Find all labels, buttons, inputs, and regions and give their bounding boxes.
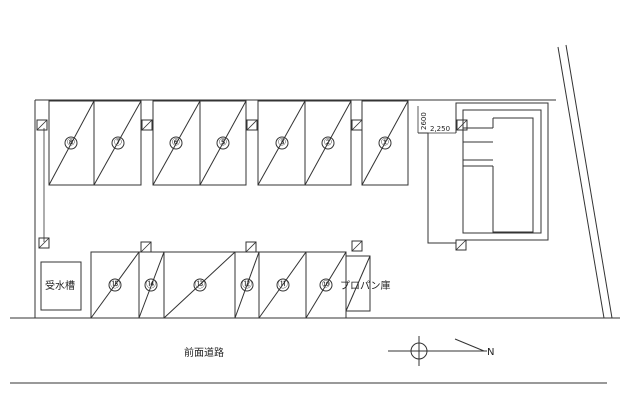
pillar-cross: [351, 119, 363, 131]
pillar-cross: [141, 119, 153, 131]
water-tank-label: 受水槽: [45, 279, 75, 292]
water-tank: 受水槽: [40, 261, 82, 311]
space-number-2: ②: [324, 138, 333, 149]
dimension-horizontal: 2,250: [430, 125, 450, 133]
building: [418, 102, 549, 251]
pillars-bottom: [38, 237, 363, 253]
north-arrow: N: [388, 336, 494, 366]
space-numbers-top: ⑧ ⑦ ⑥ ⑤ ③ ② ①: [64, 136, 392, 150]
pillar-cross: [351, 240, 363, 252]
north-label: N: [487, 347, 494, 358]
space-number-circle: [321, 136, 335, 150]
parking-space-7: [93, 100, 142, 186]
parking-space-14-diagonal: [138, 251, 165, 319]
parking-space-15-diagonal: [90, 251, 140, 319]
space-number-circle: [144, 278, 158, 292]
space-number-circle: [216, 136, 230, 150]
pillar: [351, 240, 363, 252]
pillar: [351, 119, 363, 131]
space-number-6: ⑥: [172, 138, 181, 149]
space-number-7: ⑦: [114, 138, 123, 149]
space-number-14: ⑭: [146, 279, 156, 291]
space-number-circle: [276, 278, 290, 292]
site-boundary-right-2: [565, 44, 613, 319]
space-number-circle: [275, 136, 289, 150]
pillar-cross: [456, 119, 468, 131]
space-number-3: ③: [278, 138, 287, 149]
parking-space-11-diagonal: [258, 251, 307, 319]
pillar: [456, 119, 468, 131]
pillar-cross: [455, 239, 467, 251]
space-number-10: ⑩: [322, 280, 331, 291]
space-number-13: ⑬: [195, 279, 205, 291]
pillar: [141, 119, 153, 131]
parking-space-1-diagonal: [361, 100, 409, 186]
parking-space-8-diagonal: [48, 100, 95, 186]
north-arrow-circle: [410, 342, 428, 360]
parking-space-2: [304, 100, 352, 186]
building-balcony: [463, 117, 534, 233]
parking-row-top: [48, 100, 409, 186]
parking-space-7-diagonal: [93, 100, 142, 186]
pillar-cross: [140, 241, 152, 253]
space-number-circle: [108, 278, 122, 292]
space-number-circle: [319, 278, 333, 292]
space-number-circle: [64, 136, 78, 150]
space-number-12: ⑫: [242, 279, 252, 291]
propane-storage-label: プロパン庫: [340, 279, 391, 292]
space-number-circle: [240, 278, 254, 292]
parking-space-10-diagonal: [305, 251, 347, 319]
pillar-cross: [36, 119, 48, 131]
pillar: [36, 119, 48, 131]
parking-space-13-diagonal: [163, 251, 236, 319]
pillars-top: [36, 119, 468, 131]
water-tank-box: [40, 261, 82, 311]
space-number-11: ⑪: [278, 279, 288, 291]
space-number-circle: [193, 278, 207, 292]
building-outline: [418, 102, 549, 244]
parking-space-5: [199, 100, 247, 186]
propane-storage-diagonal: [345, 255, 371, 312]
parking-space-1: [361, 100, 409, 186]
parking-space-12-diagonal: [234, 251, 260, 319]
pillar: [38, 237, 50, 249]
parking-space-6-diagonal: [152, 100, 201, 186]
pillar: [246, 119, 258, 131]
pillar-cross: [38, 237, 50, 249]
parking-row-bottom: [90, 251, 347, 319]
space-number-circle: [169, 136, 183, 150]
propane-storage-box: [345, 255, 371, 312]
north-arrow-pointer: [454, 338, 485, 352]
space-number-circle: [378, 136, 392, 150]
space-number-15: ⑮: [110, 279, 120, 291]
parking-space-3-diagonal: [257, 100, 306, 186]
dimension-vertical: 2600: [420, 112, 428, 130]
pillar: [455, 239, 467, 251]
propane-storage: プロパン庫: [340, 255, 391, 312]
parking-space-2-diagonal: [304, 100, 352, 186]
space-number-5: ⑤: [219, 138, 228, 149]
parking-space-5-diagonal: [199, 100, 247, 186]
site-boundary-right-1: [557, 46, 605, 319]
pillar-cross: [245, 241, 257, 253]
road-label: 前面道路: [184, 346, 224, 359]
pillar-cross: [246, 119, 258, 131]
space-number-1: ①: [381, 138, 390, 149]
space-numbers-bottom: ⑮ ⑭ ⑬ ⑫ ⑪ ⑩: [108, 278, 333, 292]
space-number-circle: [111, 136, 125, 150]
building-inner: [462, 109, 542, 234]
space-number-8: ⑧: [67, 138, 76, 149]
